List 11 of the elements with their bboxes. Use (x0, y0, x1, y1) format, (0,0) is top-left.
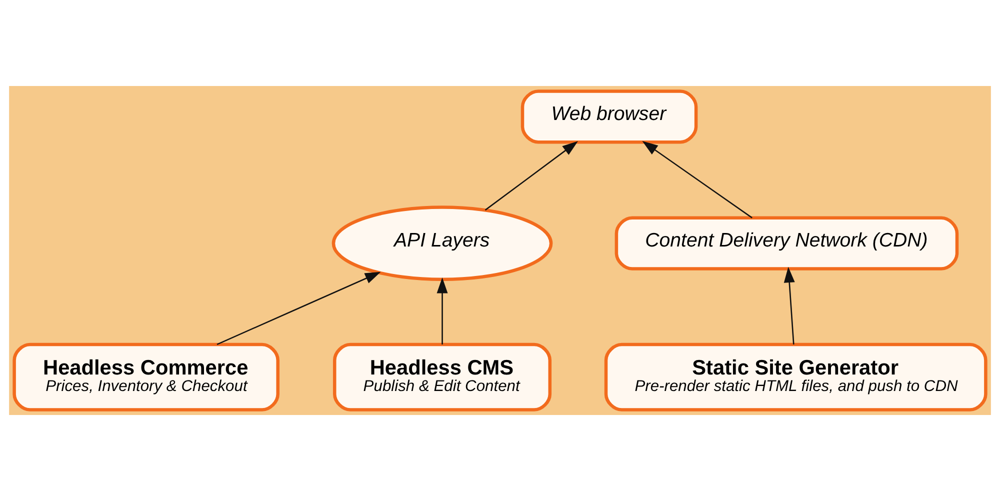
node-ellipse: API Layers (332, 205, 553, 281)
arrow (484, 140, 578, 210)
node-box: Headless Commerce Prices, Inventory & Checkout (12, 342, 280, 411)
node-box: Web browser (520, 89, 698, 144)
arrow (784, 266, 795, 344)
node-box: Content Delivery Network (CDN) (614, 216, 959, 270)
node-box: Static Site Generator Pre-render static HTML files, and push to CDN (604, 342, 988, 411)
node-box: Headless CMS Publish & Edit Content (333, 342, 552, 411)
arrow (436, 277, 448, 344)
arrow (216, 271, 381, 345)
arrow (642, 140, 752, 218)
